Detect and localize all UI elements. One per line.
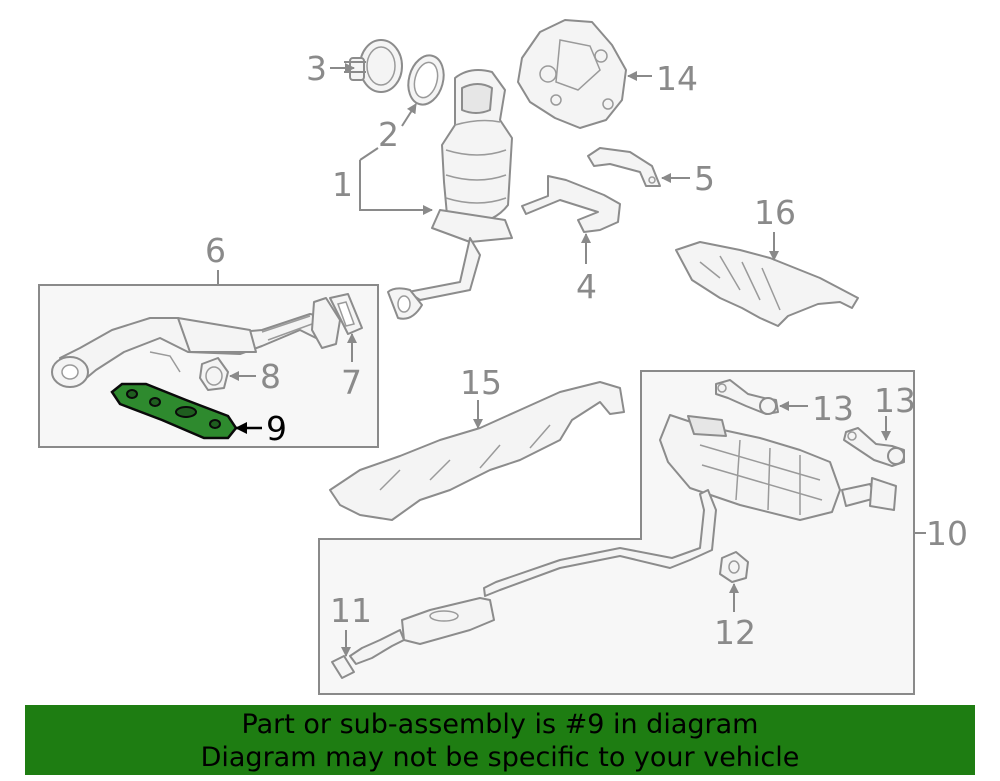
part-13-hanger-left[interactable]: [715, 379, 779, 415]
callout-7: 7: [341, 363, 362, 402]
part-13-hanger-right[interactable]: [843, 427, 905, 467]
info-banner: Part or sub-assembly is #9 in diagram Di…: [25, 705, 975, 775]
leader-1: [359, 160, 433, 215]
part-3-clamp[interactable]: [344, 39, 403, 93]
callout-10: 10: [926, 514, 968, 553]
callout-13-right: 13: [874, 381, 916, 420]
callout-4: 4: [576, 267, 597, 306]
part-5-bracket[interactable]: [587, 147, 661, 187]
part-7-gasket[interactable]: [329, 293, 363, 335]
callout-5: 5: [694, 159, 715, 198]
leader-2: [401, 103, 417, 127]
callout-14: 14: [656, 59, 698, 98]
part-16-heat-shield[interactable]: [675, 241, 859, 327]
callout-9: 9: [266, 409, 287, 448]
part-12-insulator[interactable]: [719, 551, 749, 583]
callout-16: 16: [754, 193, 796, 232]
callout-12: 12: [714, 613, 756, 652]
part-15-heat-shield[interactable]: [329, 381, 625, 521]
part-11-gasket[interactable]: [331, 655, 355, 679]
callout-15: 15: [460, 363, 502, 402]
part-14-heat-shield[interactable]: [517, 19, 627, 129]
banner-line-1: Part or sub-assembly is #9 in diagram: [241, 709, 759, 740]
callout-11: 11: [330, 591, 372, 630]
part-8-insulator[interactable]: [199, 357, 229, 391]
callout-2: 2: [378, 115, 399, 154]
part-6-front-pipe[interactable]: [51, 297, 341, 388]
leader-1-stem: [359, 147, 379, 161]
callout-8: 8: [260, 357, 281, 396]
part-2-gasket[interactable]: [403, 51, 449, 108]
callout-3: 3: [306, 49, 327, 88]
callout-6: 6: [205, 231, 226, 270]
part-1-catalytic-converter[interactable]: [387, 69, 513, 320]
banner-line-2: Diagram may not be specific to your vehi…: [200, 742, 800, 773]
part-10-muffler-assembly[interactable]: [349, 414, 897, 665]
callout-13-left: 13: [812, 389, 854, 428]
callout-1: 1: [332, 165, 353, 204]
part-4-bracket[interactable]: [521, 175, 621, 233]
